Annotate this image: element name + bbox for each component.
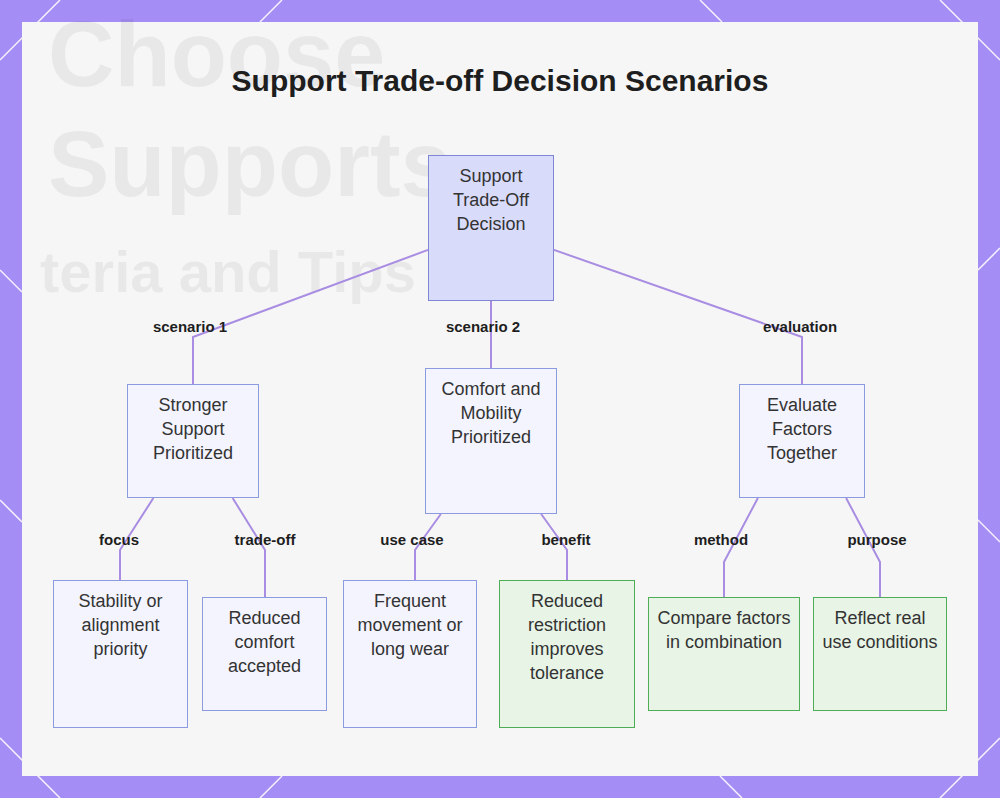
- outcome-box: Compare factors in combination: [648, 597, 800, 711]
- connector: [491, 301, 492, 368]
- edge-label: focus: [99, 531, 139, 548]
- edge-label: use case: [380, 531, 443, 548]
- node-text: Support Trade-Off Decision: [435, 164, 547, 236]
- watermark-text: Supports: [48, 112, 452, 217]
- root-box: Support Trade-Off Decision: [428, 155, 554, 301]
- node-text: Reduced comfort accepted: [209, 606, 320, 678]
- connector-line: [490, 301, 492, 368]
- node-text: Compare factors in combination: [655, 606, 793, 654]
- connector: [233, 498, 265, 597]
- edge-label: scenario 1: [153, 318, 227, 335]
- scenario-box: Stronger Support Prioritized: [127, 384, 259, 498]
- connector-line: [724, 498, 758, 597]
- edge-label: scenario 2: [446, 318, 520, 335]
- connector: [846, 498, 880, 597]
- connector: [554, 250, 802, 384]
- watermark-text: teria and Tips: [40, 238, 416, 305]
- node-text: Comfort and Mobility Prioritized: [432, 377, 550, 449]
- detail-box: Frequent movement or long wear: [343, 580, 477, 728]
- edge-label: method: [694, 531, 748, 548]
- diagram-title: Support Trade-off Decision Scenarios: [0, 64, 1000, 98]
- node-text: Frequent movement or long wear: [350, 589, 470, 661]
- edge-label: evaluation: [763, 318, 837, 335]
- outcome-box: Reflect real use conditions: [813, 597, 947, 711]
- detail-box: Reduced comfort accepted: [202, 597, 327, 711]
- edge-label: trade-off: [235, 531, 296, 548]
- edge-label: purpose: [847, 531, 906, 548]
- node-text: Reflect real use conditions: [820, 606, 940, 654]
- connector-line: [233, 498, 265, 597]
- scenario-box: Comfort and Mobility Prioritized: [425, 368, 557, 514]
- connector-line: [193, 250, 428, 384]
- connector: [724, 498, 758, 597]
- scenario-box: Evaluate Factors Together: [739, 384, 865, 498]
- node-text: Stronger Support Prioritized: [134, 393, 252, 465]
- detail-box: Stability or alignment priority: [53, 580, 188, 728]
- connector-line: [554, 250, 802, 384]
- node-text: Stability or alignment priority: [60, 589, 181, 661]
- node-text: Evaluate Factors Together: [746, 393, 858, 465]
- connector-line: [846, 498, 880, 597]
- node-text: Reduced restriction improves tolerance: [506, 589, 628, 685]
- connector: [193, 250, 428, 384]
- outcome-box: Reduced restriction improves tolerance: [499, 580, 635, 728]
- edge-label: benefit: [541, 531, 590, 548]
